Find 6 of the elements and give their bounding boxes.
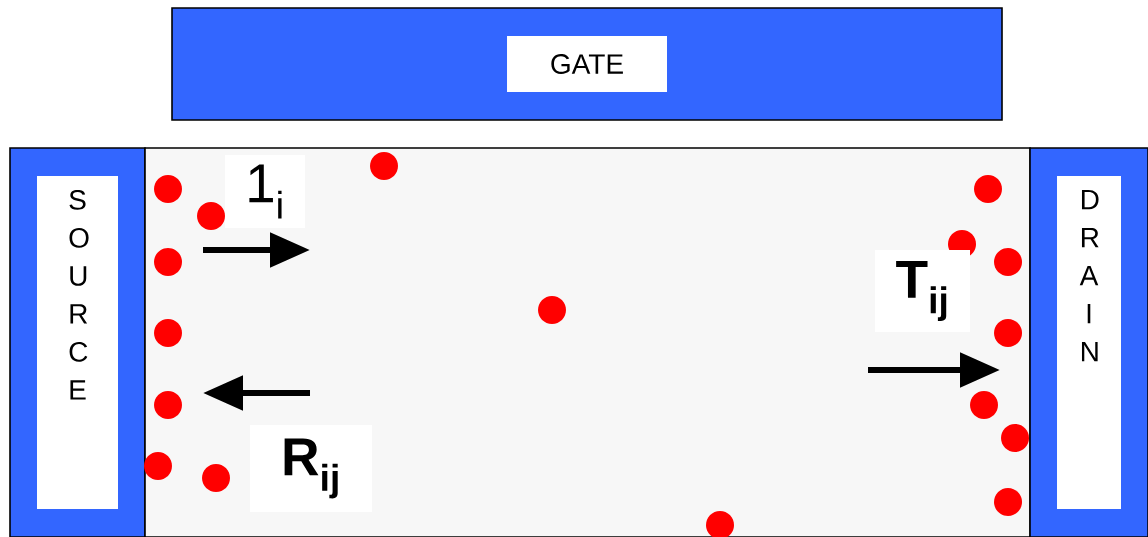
symbol-label: T$_{ij}$ bbox=[875, 250, 970, 332]
source-electrode: S O U R C E bbox=[9, 147, 146, 537]
gate-electrode: GATE bbox=[171, 7, 1003, 121]
drain-electrode: D R A I N bbox=[1029, 147, 1148, 537]
symbol-label: R$_{ij}$ bbox=[250, 425, 372, 512]
symbol-label: 1$_{i}$ bbox=[225, 155, 305, 228]
